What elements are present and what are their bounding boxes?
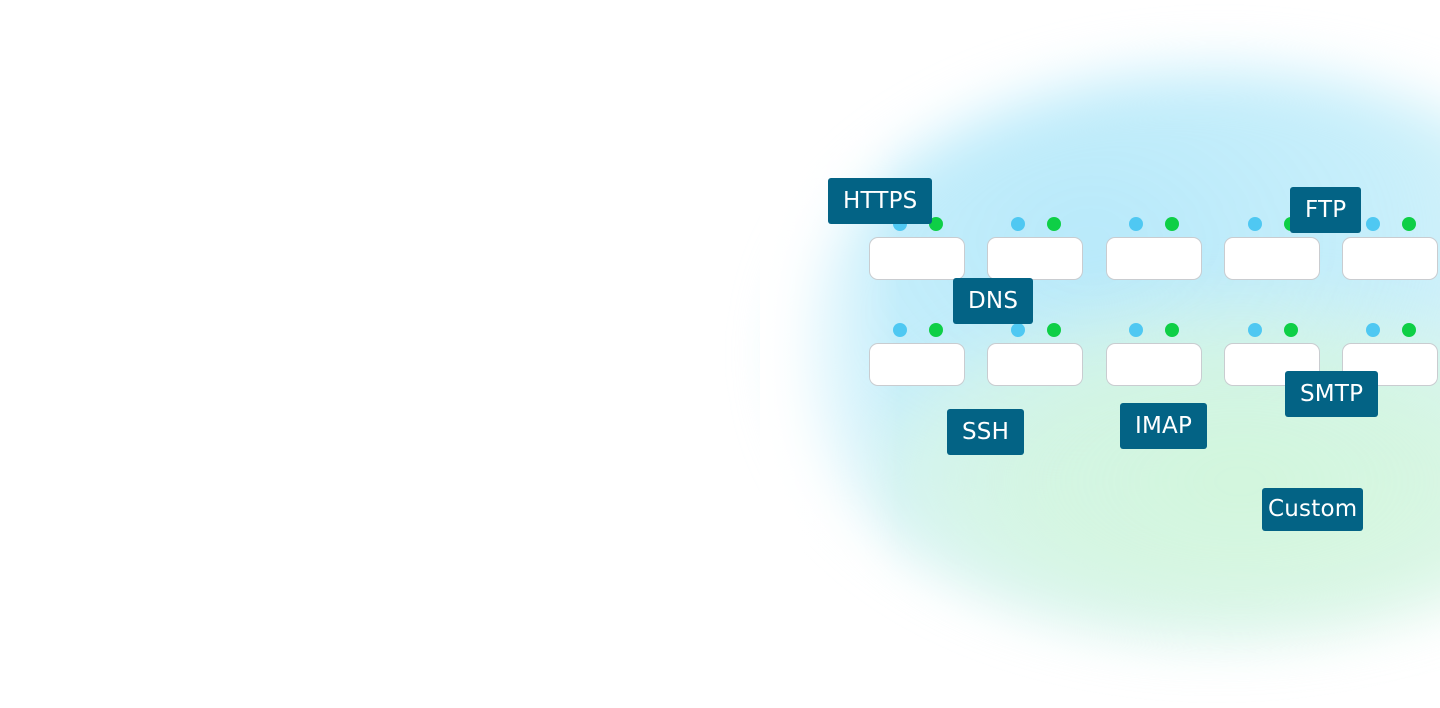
tag-ftp[interactable]: FTP [1290,187,1362,233]
node-r2-c2-input-dot [1011,323,1025,337]
node-r2-c5-output-dot [1402,323,1416,337]
node-r1-c5-output-dot [1402,217,1416,231]
node-r2-c3[interactable] [1106,343,1202,386]
tag-https[interactable]: HTTPS [828,178,933,224]
node-r1-c1-output-dot [929,217,943,231]
node-r2-c2-output-dot [1047,323,1061,337]
node-r2-c2[interactable] [987,343,1083,386]
node-r1-c3-output-dot [1165,217,1179,231]
node-r2-c3-output-dot [1165,323,1179,337]
node-r2-c5-input-dot [1366,323,1380,337]
tag-custom[interactable]: Custom [1262,488,1364,531]
node-r1-c3[interactable] [1106,237,1202,280]
node-r1-c2-input-dot [1011,217,1025,231]
tag-imap[interactable]: IMAP [1120,403,1208,449]
node-r1-c2[interactable] [987,237,1083,280]
node-r2-c5[interactable] [1342,343,1438,386]
tag-ssh[interactable]: SSH [947,409,1025,455]
node-r2-c4-output-dot [1284,323,1298,337]
node-r2-c3-input-dot [1129,323,1143,337]
node-r2-c1[interactable] [869,343,965,386]
node-r2-c1-output-dot [929,323,943,337]
node-r1-c5-input-dot [1366,217,1380,231]
node-r1-c5[interactable] [1342,237,1438,280]
node-r1-c1[interactable] [869,237,965,280]
node-r2-c1-input-dot [893,323,907,337]
node-r2-c4-input-dot [1248,323,1262,337]
node-r1-c3-input-dot [1129,217,1143,231]
tag-dns[interactable]: DNS [953,278,1034,324]
node-r1-c4-input-dot [1248,217,1262,231]
node-r1-c4[interactable] [1224,237,1320,280]
tag-smtp[interactable]: SMTP [1285,371,1379,417]
node-r1-c2-output-dot [1047,217,1061,231]
